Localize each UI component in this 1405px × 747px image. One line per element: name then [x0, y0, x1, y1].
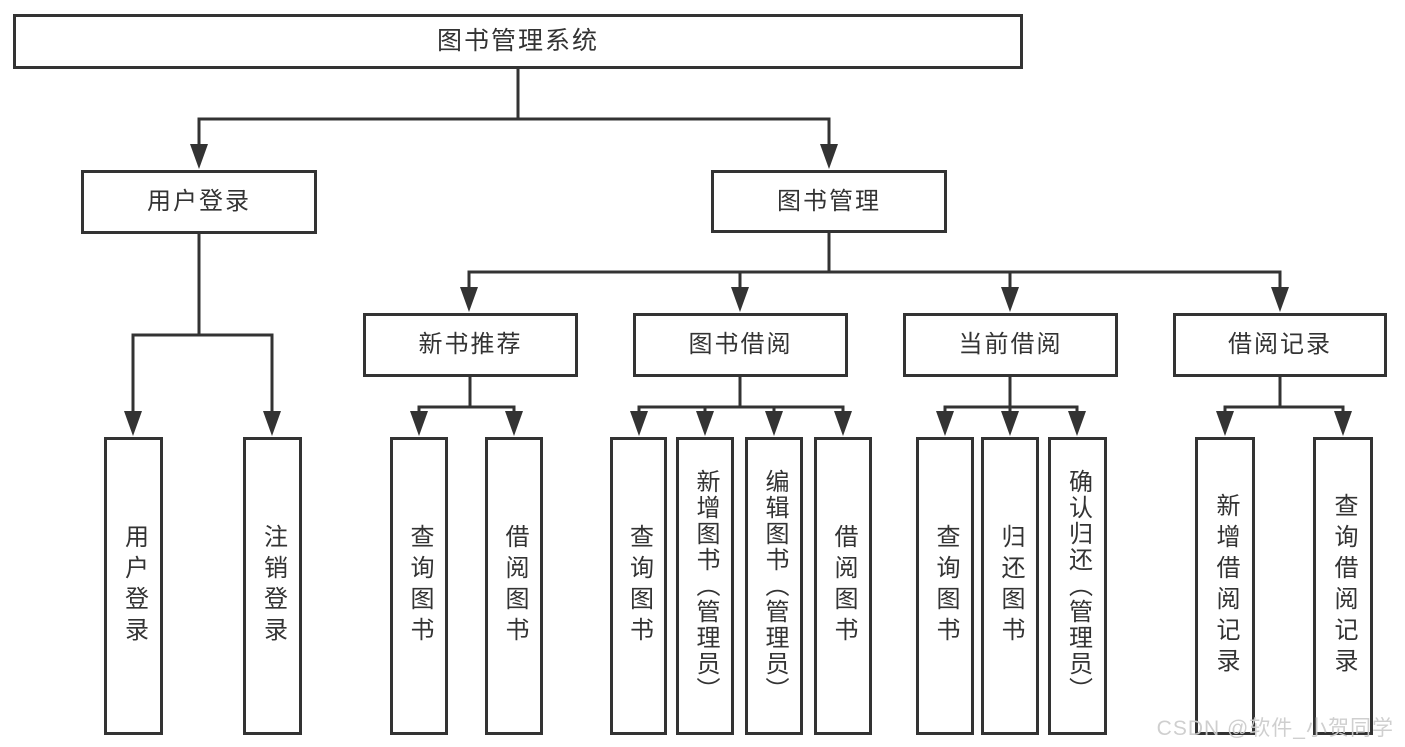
node-book-borrowing: 图书借阅	[633, 313, 848, 377]
node-leaf-cb-confirm-return-admin: 确认归还（管理员）	[1048, 437, 1107, 735]
node-leaf-cb-return-books: 归还图书	[981, 437, 1039, 735]
node-borrowing-records: 借阅记录	[1173, 313, 1387, 377]
arrow-down-icon	[765, 411, 783, 436]
arrow-down-icon	[1001, 411, 1019, 436]
node-current-borrowing: 当前借阅	[903, 313, 1118, 377]
arrowheads	[124, 144, 1352, 436]
arrow-down-icon	[1334, 411, 1352, 436]
arrow-down-icon	[731, 287, 749, 312]
arrow-down-icon	[630, 411, 648, 436]
node-leaf-cb-query-books: 查询图书	[916, 437, 974, 735]
arrow-down-icon	[410, 411, 428, 436]
node-leaf-rec-query-books: 查询图书	[390, 437, 448, 735]
node-leaf-bb-query-books: 查询图书	[610, 437, 667, 735]
arrow-down-icon	[124, 411, 142, 436]
edge-bookborrow-branch	[637, 375, 845, 415]
node-library-management-system: 图书管理系统	[13, 14, 1023, 69]
node-leaf-br-query-record: 查询借阅记录	[1313, 437, 1373, 735]
csdn-watermark: CSDN @软件_小贺同学	[1156, 717, 1394, 740]
arrow-down-icon	[1216, 411, 1234, 436]
arrow-down-icon	[263, 411, 281, 436]
node-leaf-logout: 注销登录	[243, 437, 302, 735]
edge-currentborrow-branch	[943, 375, 1079, 415]
arrow-down-icon	[834, 411, 852, 436]
node-book-management: 图书管理	[711, 170, 947, 233]
arrow-down-icon	[936, 411, 954, 436]
edge-level2-branch	[197, 117, 831, 148]
node-user-login: 用户登录	[81, 170, 317, 234]
edge-userlogin-branch	[131, 232, 274, 415]
node-leaf-bb-add-books-admin: 新增图书（管理员）	[676, 437, 734, 735]
node-leaf-bb-borrow-books: 借阅图书	[814, 437, 872, 735]
arrow-down-icon	[505, 411, 523, 436]
node-leaf-bb-edit-books-admin: 编辑图书（管理员）	[745, 437, 803, 735]
edge-newbookrec-branch	[417, 375, 516, 415]
arrow-down-icon	[190, 144, 208, 169]
arrow-down-icon	[1068, 411, 1086, 436]
node-leaf-br-add-record: 新增借阅记录	[1195, 437, 1255, 735]
arrow-down-icon	[1001, 287, 1019, 312]
edge-borrowrecords-branch	[1223, 375, 1345, 415]
node-leaf-rec-borrow-books: 借阅图书	[485, 437, 543, 735]
arrow-down-icon	[696, 411, 714, 436]
node-leaf-user-login: 用户登录	[104, 437, 163, 735]
node-new-book-recommendation: 新书推荐	[363, 313, 578, 377]
edge-bookmgmt-branch	[467, 231, 1282, 291]
arrow-down-icon	[460, 287, 478, 312]
arrow-down-icon	[1271, 287, 1289, 312]
arrow-down-icon	[820, 144, 838, 169]
